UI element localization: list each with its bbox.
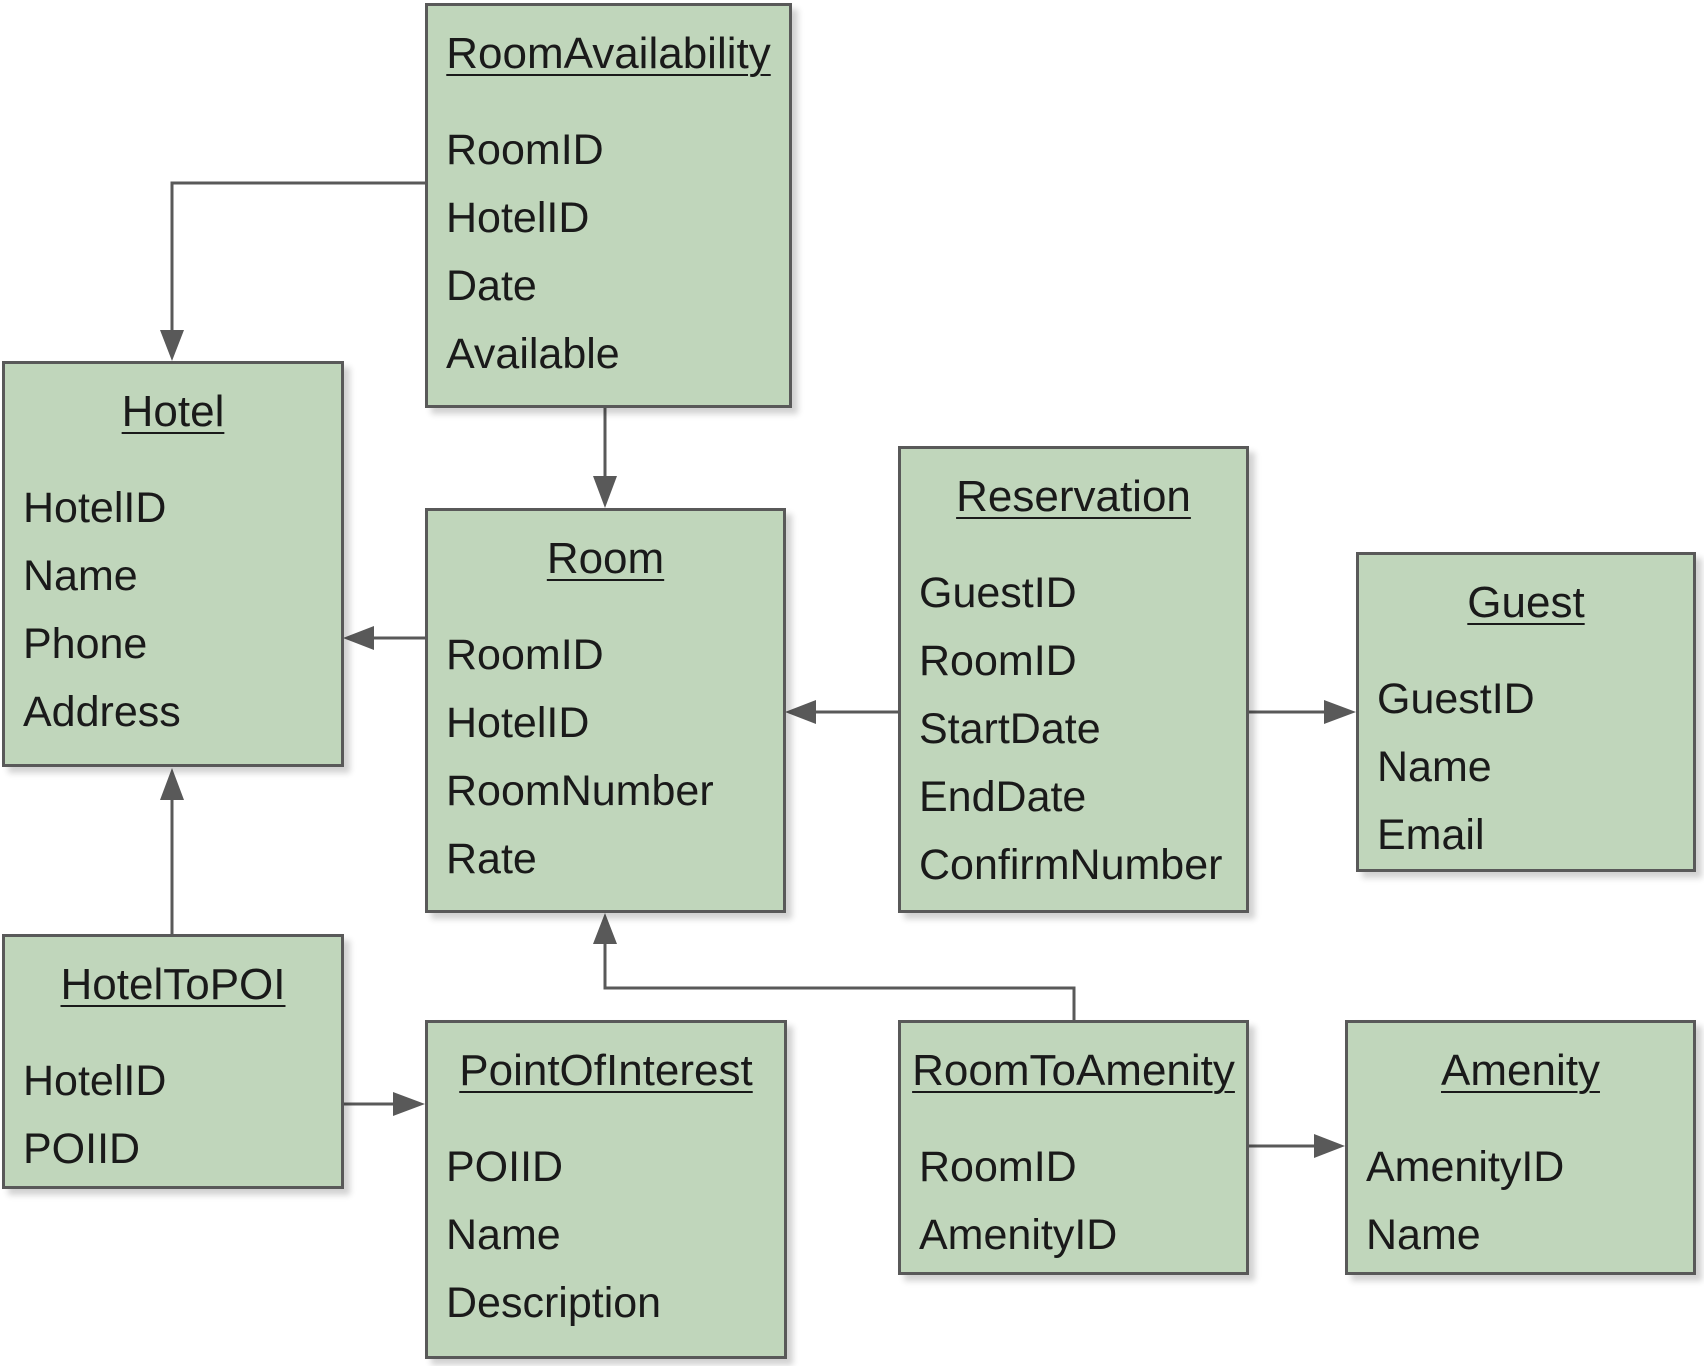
entity-field: Name	[23, 552, 138, 600]
entity-point-of-interest: PointOfInterest POIID Name Description	[425, 1020, 787, 1359]
entity-title: Reservation	[956, 472, 1191, 521]
entity-field: HotelID	[446, 194, 590, 242]
entity-field: RoomID	[919, 637, 1077, 685]
entity-field-list: RoomID HotelID RoomNumber Rate	[446, 621, 714, 893]
entity-field: HotelID	[446, 699, 590, 747]
entity-field: Name	[1377, 743, 1492, 791]
entity-field: Name	[446, 1211, 561, 1259]
entity-field: StartDate	[919, 705, 1101, 753]
entity-field: Date	[446, 262, 537, 310]
entity-reservation: Reservation GuestID RoomID StartDate End…	[898, 446, 1249, 913]
entity-room-availability: RoomAvailability RoomID HotelID Date Ava…	[425, 3, 792, 408]
entity-field: Name	[1366, 1211, 1481, 1259]
entity-field: Address	[23, 688, 181, 736]
entity-field: ConfirmNumber	[919, 841, 1223, 889]
entity-title: RoomAvailability	[446, 29, 771, 78]
edge-roomtoamenity-room	[603, 944, 1076, 1020]
arrowhead-to-room-top	[593, 476, 617, 508]
arrowhead-to-room-bottom	[593, 913, 617, 944]
entity-title: Hotel	[121, 387, 225, 436]
entity-title: Amenity	[1441, 1046, 1600, 1095]
entity-field: RoomID	[919, 1143, 1077, 1191]
arrowhead-to-pointofinterest-left	[393, 1092, 425, 1116]
arrowhead-to-hotel-top	[160, 330, 184, 361]
entity-field-list: RoomID HotelID Date Available	[446, 116, 620, 388]
entity-field: Email	[1377, 811, 1485, 859]
entity-guest: Guest GuestID Name Email	[1356, 552, 1696, 872]
entity-field: RoomID	[446, 126, 604, 174]
entity-field: HotelID	[23, 1057, 167, 1105]
entity-room: Room RoomID HotelID RoomNumber Rate	[425, 508, 786, 913]
entity-field-list: AmenityID Name	[1366, 1133, 1564, 1269]
entity-field-list: GuestID Name Email	[1377, 665, 1535, 869]
entity-title: Room	[546, 534, 665, 583]
entity-field-list: RoomID AmenityID	[919, 1133, 1117, 1269]
entity-field: RoomID	[446, 631, 604, 679]
arrowhead-to-hotel-right	[343, 626, 374, 650]
entity-hotel-to-poi: HotelToPOI HotelID POIID	[2, 934, 344, 1189]
entity-amenity: Amenity AmenityID Name	[1345, 1020, 1696, 1275]
entity-field-list: HotelID POIID	[23, 1047, 166, 1183]
entity-field: GuestID	[1377, 675, 1535, 723]
entity-field: Rate	[446, 835, 537, 883]
entity-field-list: POIID Name Description	[446, 1133, 661, 1337]
entity-field-list: HotelID Name Phone Address	[23, 474, 181, 746]
entity-field: POIID	[446, 1143, 564, 1191]
entity-field: Available	[446, 330, 620, 378]
entity-room-to-amenity: RoomToAmenity RoomID AmenityID	[898, 1020, 1249, 1275]
edge-roomavailability-hotel	[170, 181, 425, 338]
entity-hotel: Hotel HotelID Name Phone Address	[2, 361, 344, 767]
entity-field: AmenityID	[919, 1211, 1118, 1259]
arrowhead-to-room-right	[785, 700, 816, 724]
arrowhead-to-guest-left	[1324, 700, 1356, 724]
entity-field: EndDate	[919, 773, 1087, 821]
entity-field: HotelID	[23, 484, 167, 532]
entity-title: HotelToPOI	[60, 960, 286, 1009]
entity-title: Guest	[1467, 578, 1585, 627]
entity-field: POIID	[23, 1125, 141, 1173]
entity-field: Description	[446, 1279, 662, 1327]
entity-field: AmenityID	[1366, 1143, 1565, 1191]
entity-field: Phone	[23, 620, 148, 668]
entity-field: GuestID	[919, 569, 1077, 617]
entity-title: PointOfInterest	[459, 1046, 753, 1095]
arrowhead-to-hotel-bottom	[160, 768, 184, 800]
arrowhead-to-amenity-left	[1314, 1134, 1345, 1158]
entity-title: RoomToAmenity	[912, 1046, 1235, 1095]
entity-field-list: GuestID RoomID StartDate EndDate Confirm…	[919, 559, 1222, 899]
entity-field: RoomNumber	[446, 767, 714, 815]
